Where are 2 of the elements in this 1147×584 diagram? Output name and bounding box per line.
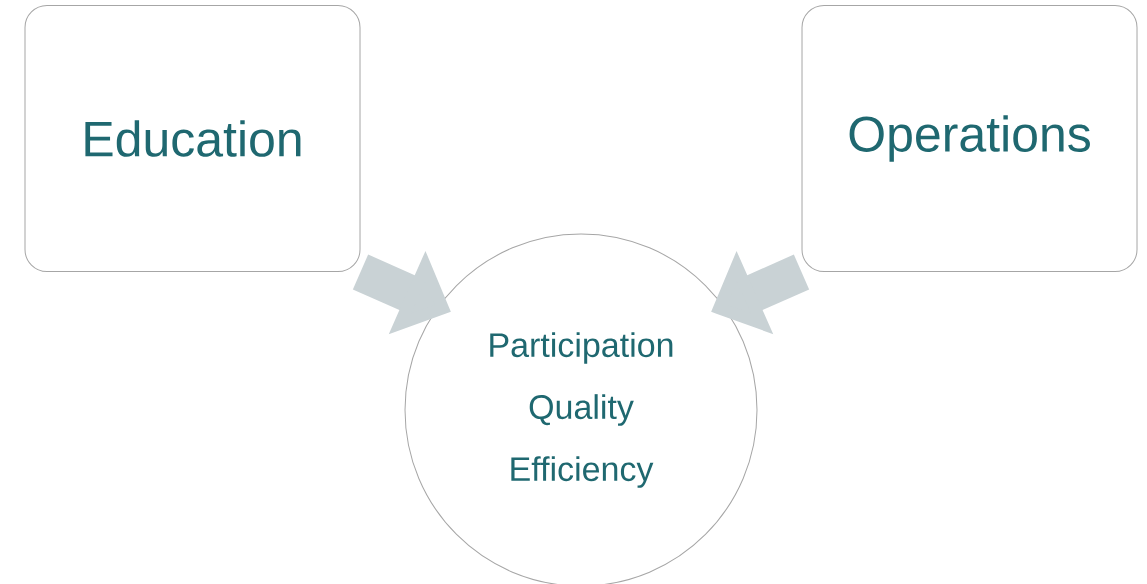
process-box: Education [24,5,361,272]
process-box: Operations [801,5,1138,272]
